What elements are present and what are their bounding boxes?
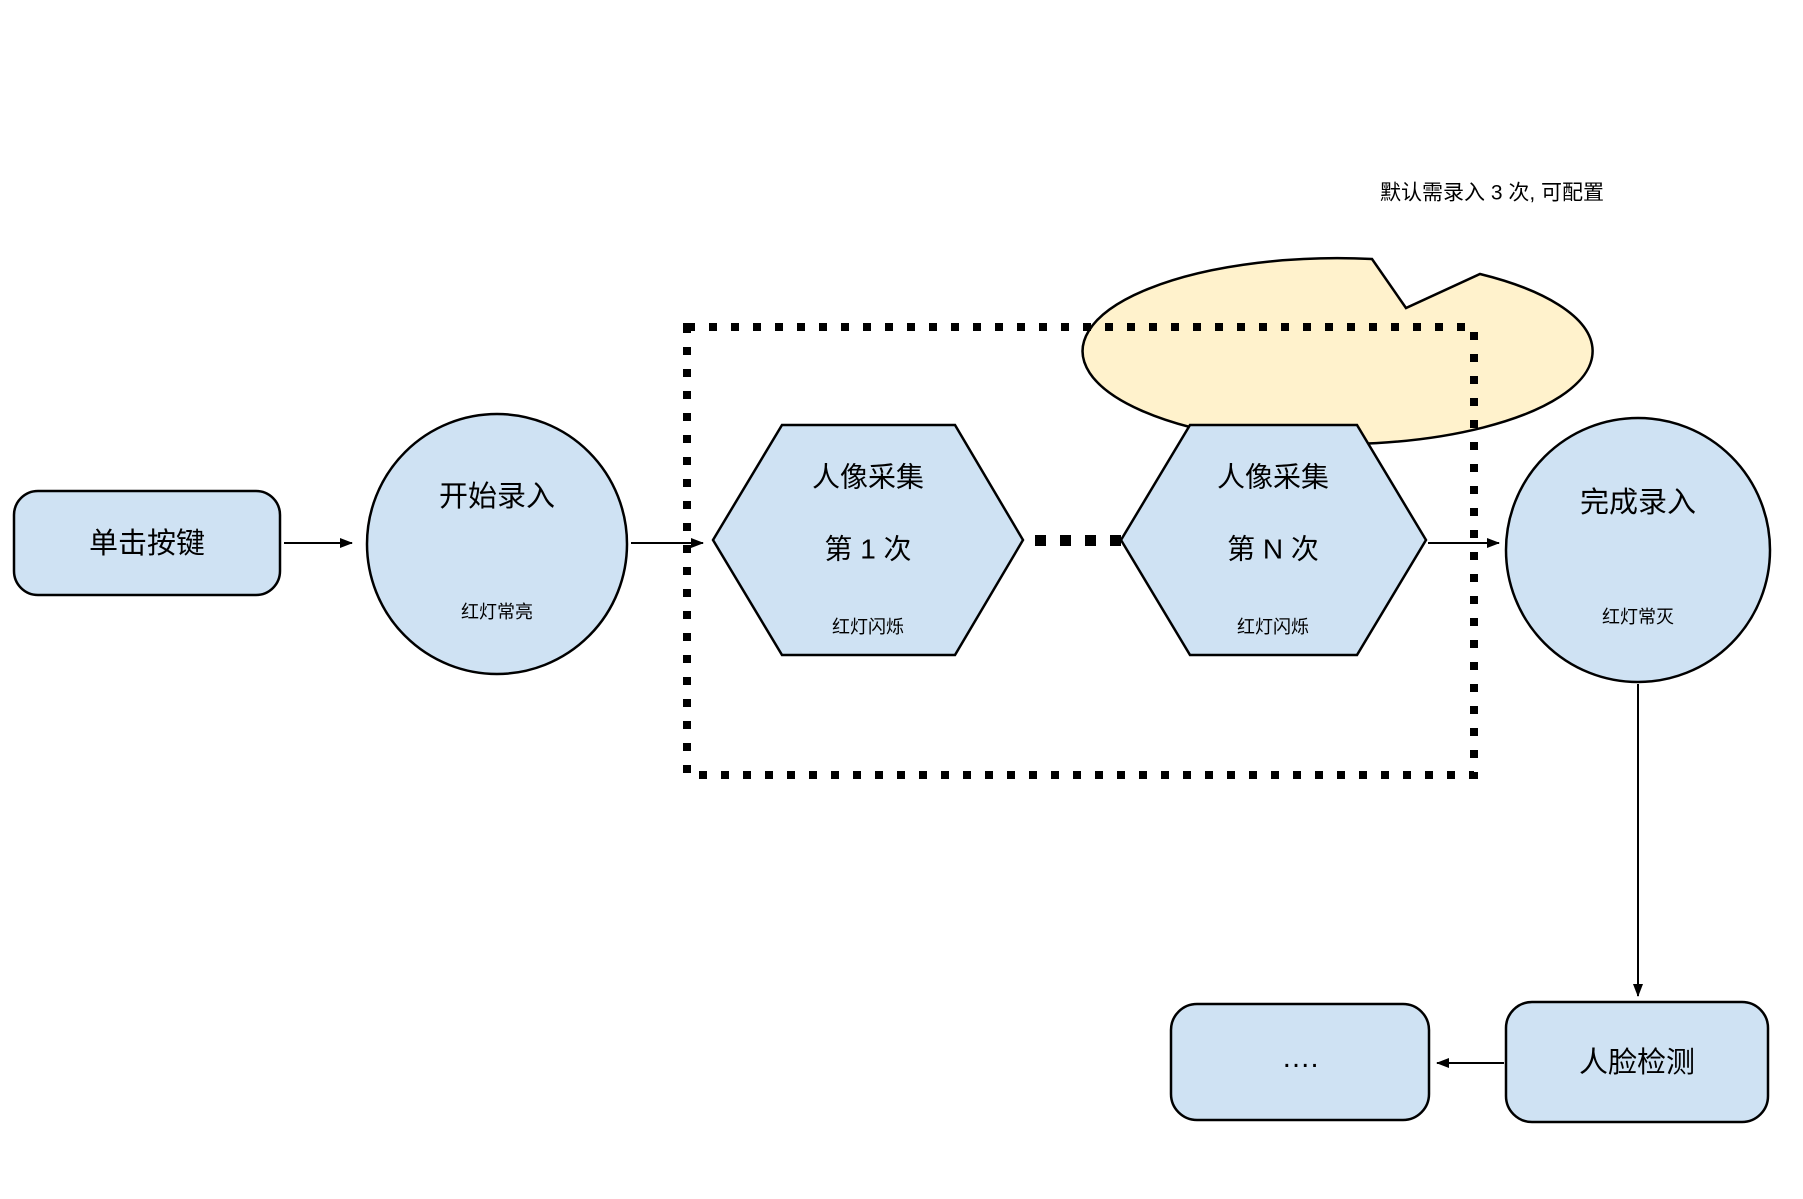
face-detection-label: 人脸检测: [1579, 1046, 1695, 1079]
face-detection-shape: [1504, 1000, 1770, 1124]
node-click-button: 单击按键: [12, 489, 282, 597]
node-face-detection: 人脸检测: [1504, 1000, 1770, 1124]
start-entry-subtitle: 红灯常亮: [461, 602, 533, 622]
capture-nth-title: 人像采集: [1217, 462, 1329, 493]
callout-default-times: 默认需录入 3 次, 可配置: [1081, 182, 1604, 446]
start-entry-title: 开始录入: [439, 480, 555, 513]
node-capture-nth: 人像采集 第 N 次 红灯闪烁: [1119, 423, 1428, 657]
capture-nth-shape: [1119, 423, 1428, 657]
capture-first-title: 人像采集: [812, 462, 924, 493]
capture-first-shape: [711, 423, 1025, 657]
ellipsis-dots-horizontal: [1035, 535, 1121, 546]
node-capture-first: 人像采集 第 1 次 红灯闪烁: [711, 423, 1025, 657]
dot: [1035, 535, 1046, 546]
finish-entry-subtitle: 红灯常灭: [1602, 607, 1674, 627]
click-button-shape: [12, 489, 282, 597]
finish-entry-shape: [1504, 416, 1772, 684]
callout-text: 默认需录入 3 次, 可配置: [1380, 182, 1604, 205]
capture-first-subtitle: 红灯闪烁: [832, 617, 904, 637]
callout-bubble-shape: [1081, 256, 1594, 446]
capture-nth-line2: 第 N 次: [1227, 534, 1319, 565]
capture-first-line2: 第 1 次: [824, 534, 911, 565]
node-finish-entry: 完成录入 红灯常灭: [1504, 416, 1772, 684]
capture-loop-dotted-border: [683, 323, 1478, 779]
click-button-label: 单击按键: [89, 527, 205, 560]
dot: [1060, 535, 1071, 546]
capture-nth-subtitle: 红灯闪烁: [1237, 617, 1309, 637]
more-shape: [1169, 1002, 1431, 1122]
node-more: ….: [1169, 1002, 1431, 1122]
more-label: ….: [1281, 1042, 1318, 1074]
node-start-entry: 开始录入 红灯常亮: [365, 412, 629, 676]
finish-entry-title: 完成录入: [1580, 486, 1696, 519]
start-entry-shape: [365, 412, 629, 676]
dot: [1085, 535, 1096, 546]
dot: [1110, 535, 1121, 546]
